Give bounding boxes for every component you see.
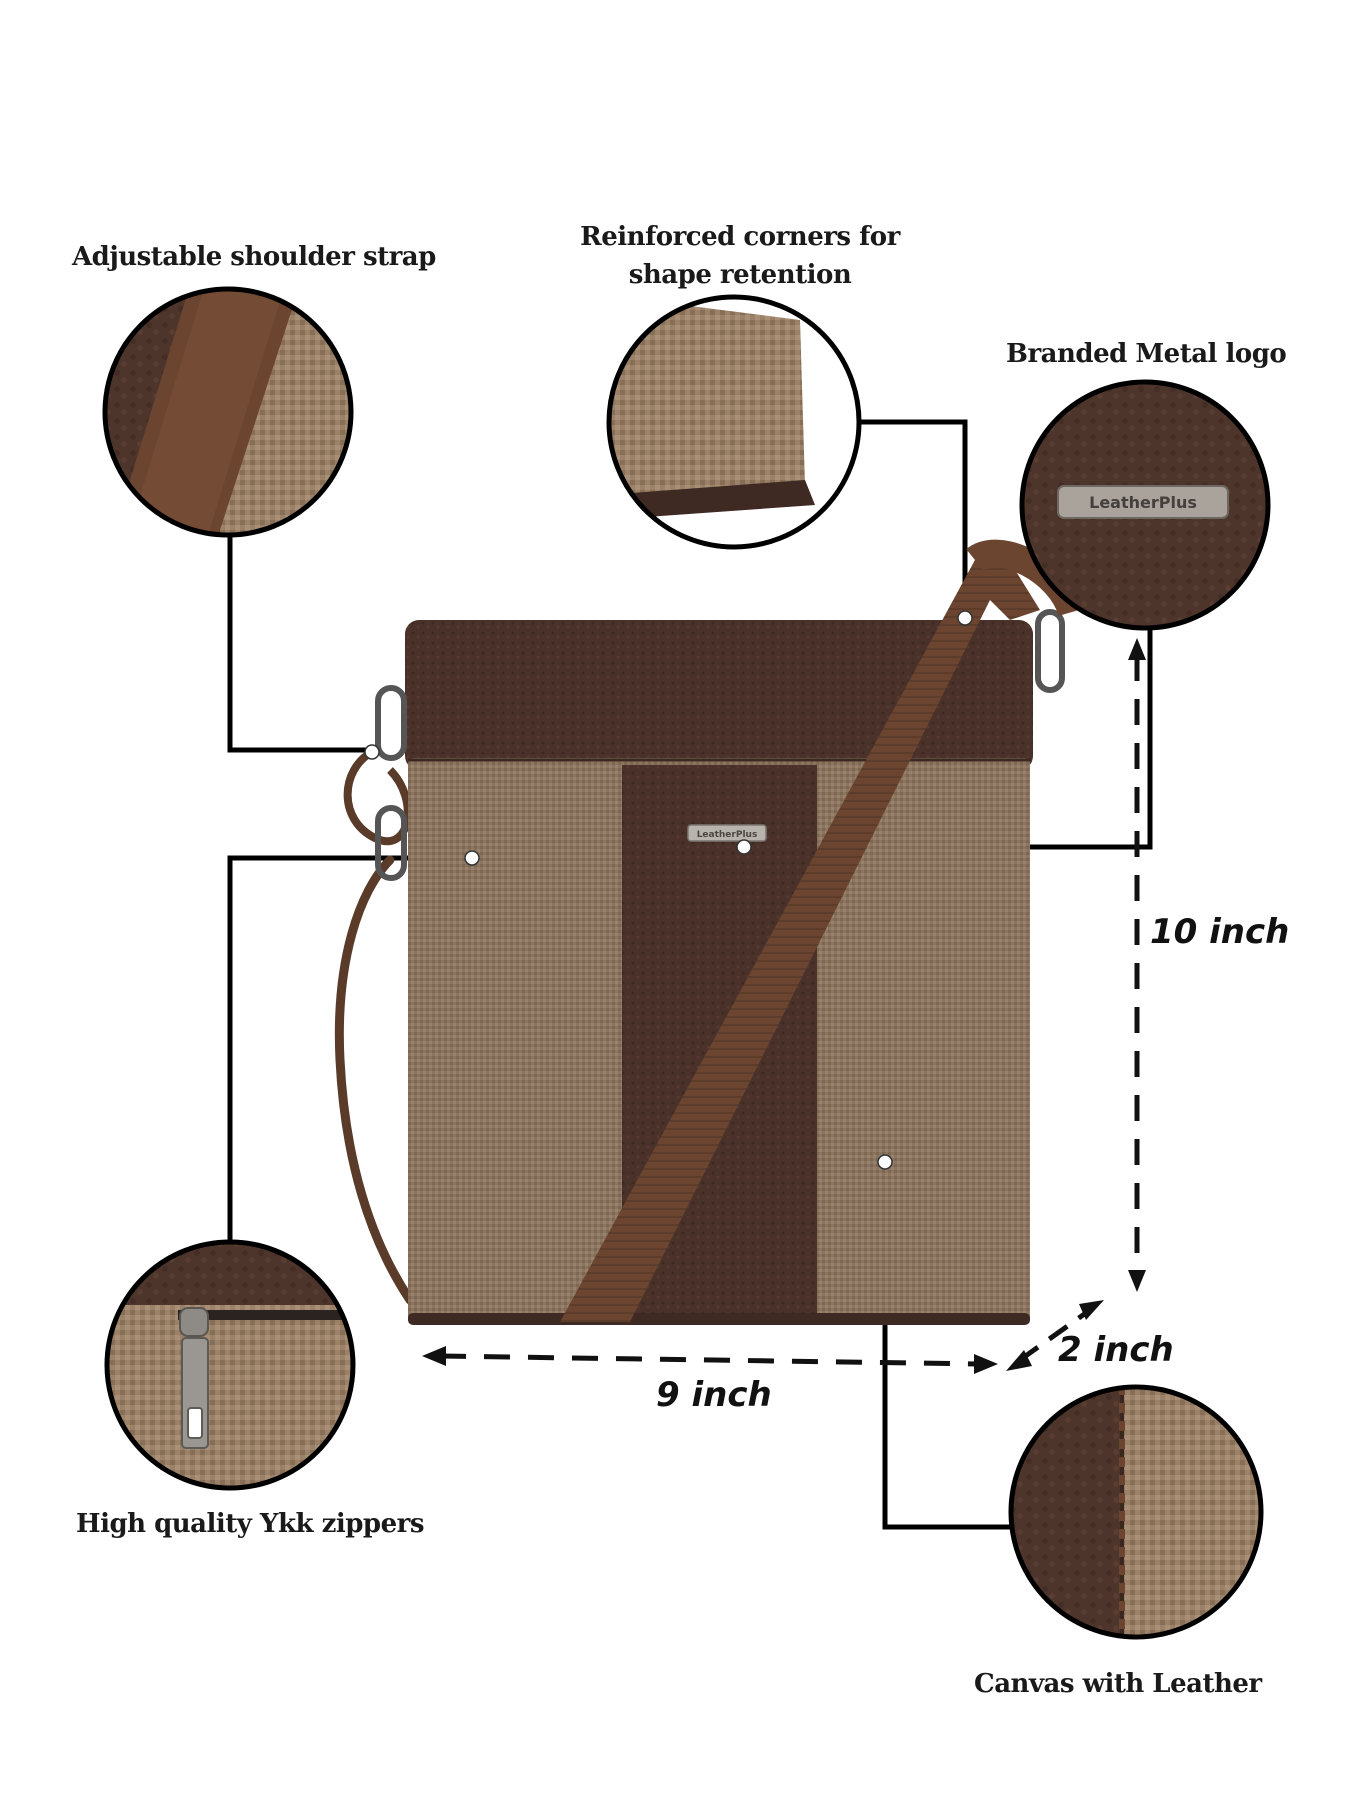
dot-strap bbox=[364, 744, 380, 760]
height-arrow-top bbox=[1128, 638, 1146, 660]
zoom-circle-strap bbox=[102, 286, 354, 538]
shoulder-strap bbox=[560, 550, 1040, 1322]
label-material: Canvas with Leather bbox=[974, 1669, 1262, 1699]
label-corners-line1: Reinforced corners for bbox=[580, 222, 900, 252]
label-logo: Branded Metal logo bbox=[1006, 339, 1287, 369]
dot-corners bbox=[957, 610, 973, 626]
label-strap: Adjustable shoulder strap bbox=[72, 242, 436, 272]
width-arrow-right bbox=[974, 1354, 998, 1374]
dimension-arrows bbox=[422, 638, 1146, 1374]
zoom-circle-corners bbox=[606, 294, 862, 550]
dim-height: 10 inch bbox=[1150, 912, 1290, 952]
left-bottom-ring bbox=[375, 805, 407, 881]
dim-width: 9 inch bbox=[656, 1375, 772, 1415]
zoom-logo-text: LeatherPlus bbox=[1089, 493, 1197, 512]
bag-logo-plate: LeatherPlus bbox=[687, 824, 767, 842]
bag-hardware bbox=[375, 609, 1065, 881]
bag-leather-top bbox=[405, 620, 1033, 770]
label-zippers: High quality Ykk zippers bbox=[76, 1509, 424, 1539]
zoom-circle-zippers bbox=[104, 1239, 356, 1491]
left-top-ring bbox=[375, 685, 407, 761]
bag-bottom-trim bbox=[408, 1313, 1030, 1325]
dot-material bbox=[877, 1154, 893, 1170]
depth-arrow-top bbox=[1079, 1300, 1104, 1320]
zoom-circle-material bbox=[1008, 1384, 1264, 1640]
width-arrow-line bbox=[439, 1353, 981, 1367]
height-arrow-bottom bbox=[1128, 1270, 1146, 1292]
callout-line-strap bbox=[227, 535, 372, 753]
side-strap-loop bbox=[334, 855, 415, 1305]
dim-depth: 2 inch bbox=[1058, 1330, 1174, 1370]
depth-arrow-line bbox=[1018, 1307, 1092, 1363]
label-corners: Reinforced corners for shape retention bbox=[575, 218, 905, 294]
dot-logo bbox=[736, 839, 752, 855]
zoom-circle-logo: LeatherPlus bbox=[1019, 379, 1271, 631]
callout-line-corners bbox=[860, 419, 968, 617]
zipper-pull bbox=[179, 1307, 209, 1337]
bag-logo-text: LeatherPlus bbox=[697, 830, 758, 840]
depth-arrow-bottom bbox=[1006, 1350, 1032, 1371]
right-top-ring bbox=[1035, 609, 1065, 693]
width-arrow-left bbox=[422, 1346, 446, 1366]
dot-zippers bbox=[464, 850, 480, 866]
callout-dots bbox=[364, 610, 973, 1170]
label-corners-line2: shape retention bbox=[628, 260, 852, 290]
bag-body bbox=[405, 620, 1033, 1325]
